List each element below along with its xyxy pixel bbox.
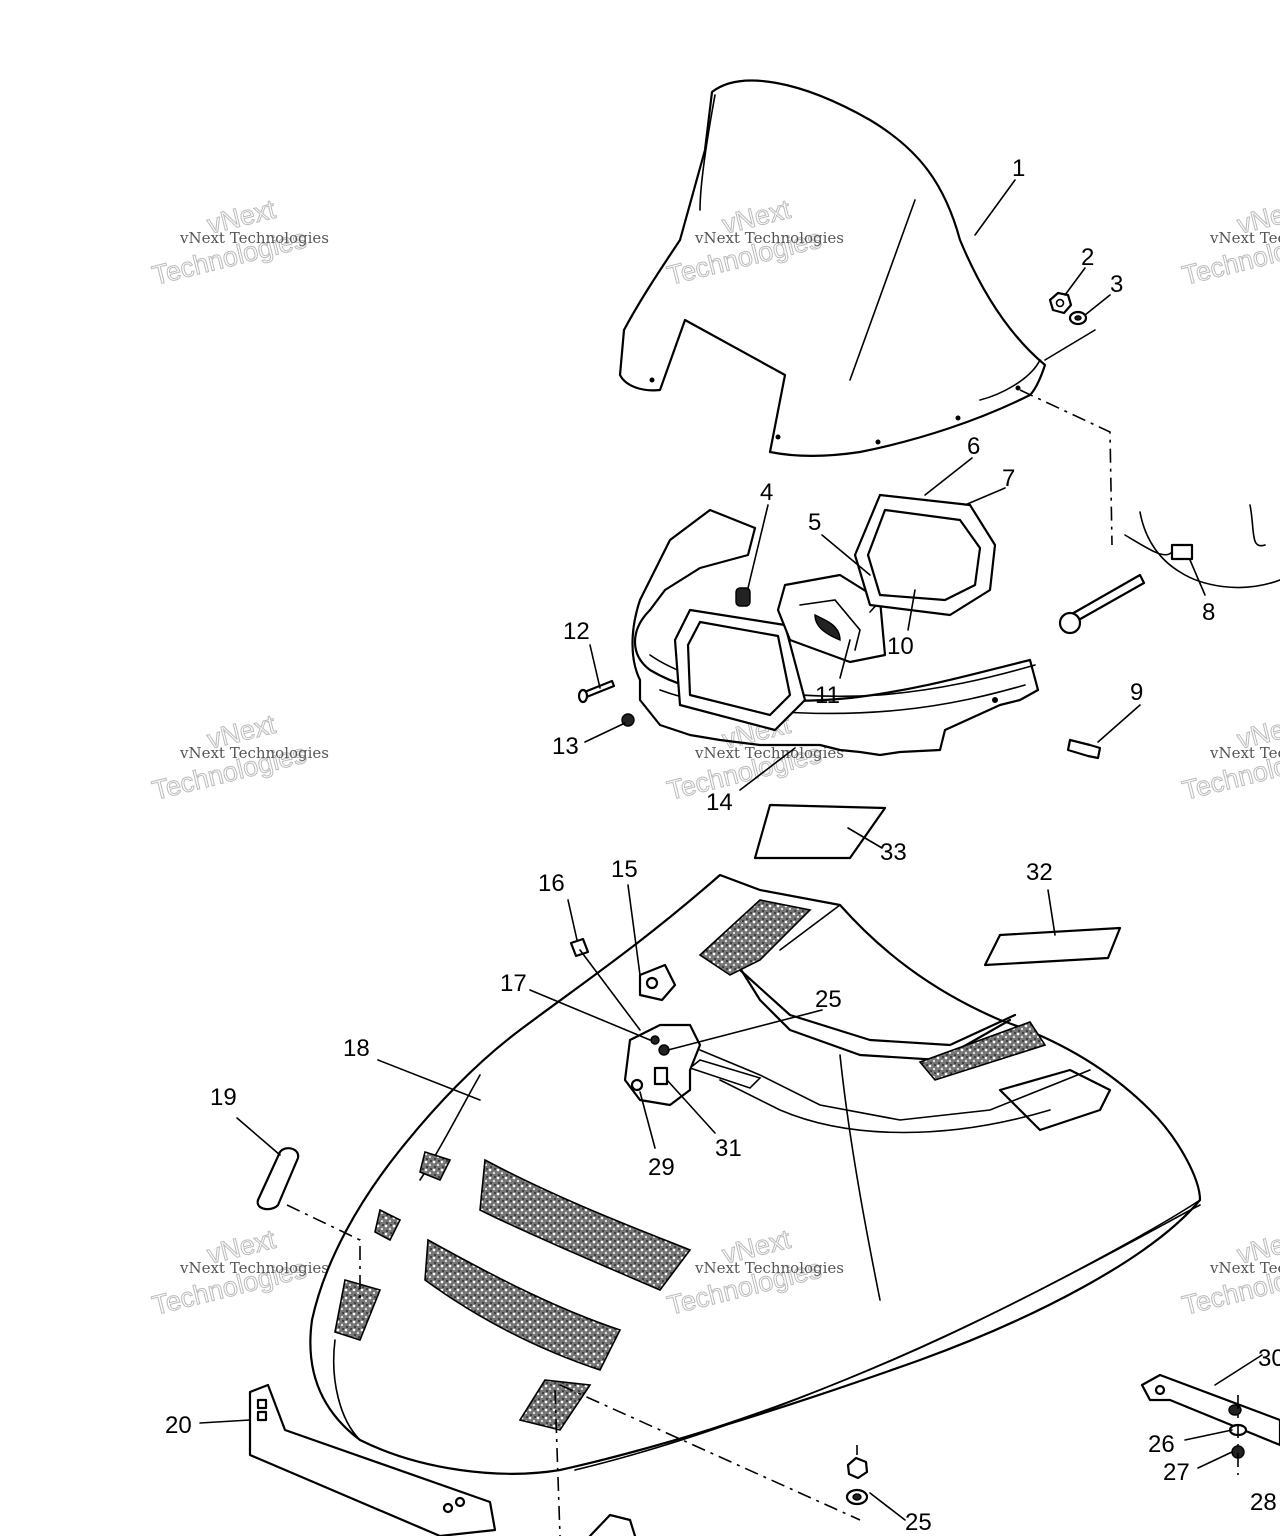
callout-4: 4 <box>760 479 773 506</box>
watermark-text: vNext Technologies <box>1209 744 1280 762</box>
decal-32 <box>983 926 1122 967</box>
callout-3: 3 <box>1110 271 1123 298</box>
callout-1: 1 <box>1012 155 1025 182</box>
decal-33 <box>753 803 887 860</box>
leader-lines <box>199 179 1263 1521</box>
callout-17: 17 <box>500 970 527 997</box>
watermark-text: vNext Technologies <box>694 229 844 247</box>
callout-28: 28 <box>1250 1489 1277 1516</box>
grab-handle <box>256 1147 361 1300</box>
callout-25-upper: 25 <box>815 986 842 1013</box>
hood-latch-bracket <box>623 963 702 1107</box>
callout-27: 27 <box>1163 1459 1190 1486</box>
watermark-text: vNext Technologies <box>694 744 844 762</box>
spring <box>735 587 751 607</box>
callout-26: 26 <box>1148 1431 1175 1458</box>
wiring-harness <box>1058 504 1280 635</box>
watermark-text: vNext Technologies <box>1209 229 1280 247</box>
callout-19: 19 <box>210 1084 237 1111</box>
callout-8: 8 <box>1202 599 1215 626</box>
callout-31: 31 <box>715 1135 742 1162</box>
callout-30: 30 <box>1258 1345 1280 1372</box>
hood-mounting-rail <box>248 1383 497 1536</box>
hood <box>309 873 1202 1475</box>
callout-29: 29 <box>648 1154 675 1181</box>
washer <box>1068 310 1088 326</box>
callout-11: 11 <box>815 682 840 709</box>
callout-5: 5 <box>808 509 821 536</box>
callout-33: 33 <box>880 839 907 866</box>
callout-12: 12 <box>563 618 590 645</box>
callout-18: 18 <box>343 1035 370 1062</box>
callout-2: 2 <box>1081 244 1094 271</box>
headlight-lamp <box>776 573 887 664</box>
headlight-mount-bracket <box>853 493 997 617</box>
callout-25-lower: 25 <box>905 1509 932 1536</box>
watermark-text: vNext Technologies <box>694 1259 844 1277</box>
callout-6: 6 <box>967 433 980 460</box>
callout-9: 9 <box>1130 679 1143 706</box>
callout-10: 10 <box>887 633 914 660</box>
nut <box>1048 291 1073 315</box>
screw-16 <box>569 937 641 1031</box>
callout-15: 15 <box>611 856 638 883</box>
nut-washer-25 <box>845 1445 869 1506</box>
bolt-9 <box>1066 738 1102 760</box>
callout-20: 20 <box>165 1412 192 1439</box>
callout-14: 14 <box>706 789 733 816</box>
callout-7: 7 <box>1002 465 1015 492</box>
rail-hardware <box>1228 1395 1248 1475</box>
watermark-text: vNext Technologies <box>1209 1259 1280 1277</box>
screw-12 <box>577 679 616 704</box>
callout-13: 13 <box>552 733 579 760</box>
callout-32: 32 <box>1026 859 1053 886</box>
watermark-text: vNext Technologies <box>179 229 329 247</box>
callout-16: 16 <box>538 870 565 897</box>
watermark-text: vNext Technologies <box>179 744 329 762</box>
watermark-text: vNext Technologies <box>179 1259 329 1277</box>
callout-labels: 1 2 3 4 5 6 7 8 9 10 11 12 13 14 15 16 1… <box>165 155 1280 1536</box>
